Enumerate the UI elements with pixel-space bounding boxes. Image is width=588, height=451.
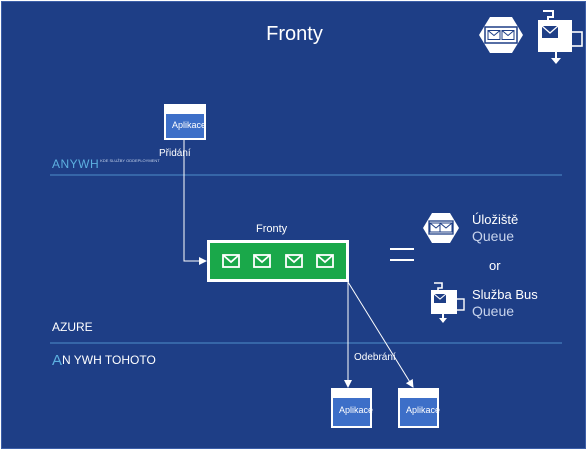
app-box-bottom-right xyxy=(398,388,439,428)
equals-sign xyxy=(390,248,414,270)
queue-box xyxy=(207,240,349,282)
edge-label-add: Přidání xyxy=(159,148,191,159)
zone-label-top: ANYWHKDE SLUŽBY ODDEPLOYMENT xyxy=(52,157,160,171)
app-box-bottom-left xyxy=(331,388,372,428)
app-box-top xyxy=(164,104,206,140)
add-arrow xyxy=(183,140,207,265)
app-label-bottom-left: Aplikace xyxy=(339,405,374,415)
queue-title: Fronty xyxy=(256,223,288,235)
zone-label-bottom: AN YWH TOHOTO xyxy=(52,352,156,369)
diagram-title: Fronty xyxy=(266,23,323,45)
app-label-top: Aplikace xyxy=(172,120,207,130)
edge-label-remove: Odebrání xyxy=(354,352,396,363)
app-label-bottom-right: Aplikace xyxy=(406,405,441,415)
legend-storage-name: Úložiště xyxy=(472,212,519,227)
legend-bus-name: Služba Bus xyxy=(472,287,538,302)
remove-arrow-right xyxy=(347,281,414,388)
legend-storage-sub: Queue xyxy=(472,228,515,244)
legend-bus-sub: Queue xyxy=(472,303,515,319)
storage-queue-icon xyxy=(423,213,459,243)
legend-bus: Služba Bus Queue xyxy=(472,288,538,318)
service-bus-icon xyxy=(538,10,583,64)
zone-label-azure: AZURE xyxy=(52,320,93,334)
storage-queue-icon xyxy=(479,17,523,53)
service-bus-icon xyxy=(431,282,465,323)
legend-or: or xyxy=(489,258,501,273)
legend-storage: Úložiště Queue xyxy=(472,213,518,243)
